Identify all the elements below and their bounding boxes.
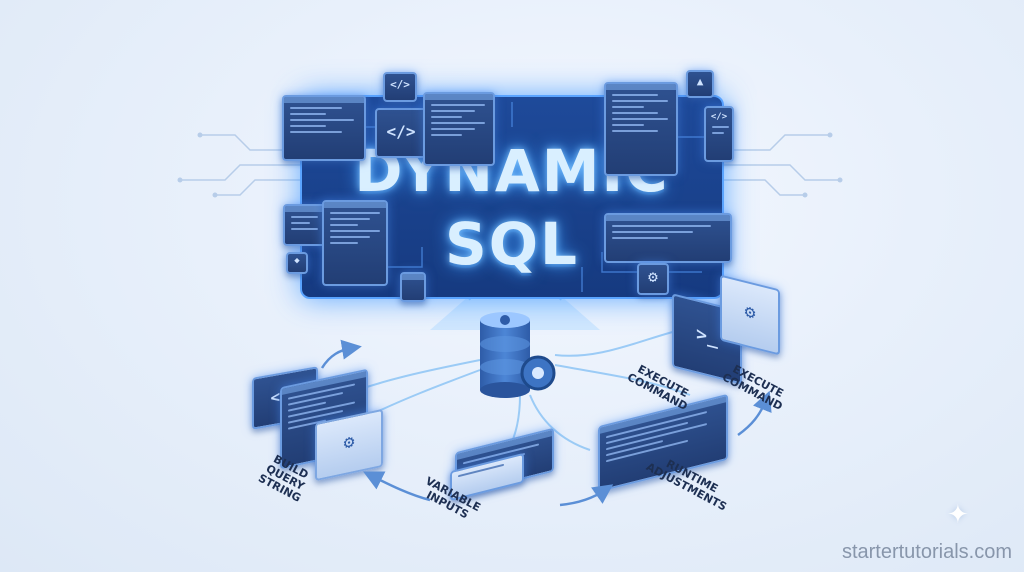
code-window <box>604 82 678 176</box>
code-window: </> <box>383 72 417 102</box>
code-window: </> <box>375 108 427 158</box>
code-window <box>423 92 495 166</box>
code-window <box>400 272 426 302</box>
sparkle-icon: ✦ <box>947 500 969 530</box>
arrow-to-runtime <box>559 484 614 507</box>
arrow-to-build <box>363 471 431 502</box>
code-window <box>282 95 366 161</box>
code-window <box>322 200 388 286</box>
watermark: startertutorials.com <box>841 541 1012 563</box>
database-icon <box>480 312 556 398</box>
arrow-to-execute <box>737 390 772 437</box>
diamond-icon: ◆ <box>294 256 300 266</box>
code-icon: </> <box>390 78 410 91</box>
title-sql: SQL <box>444 210 580 278</box>
diamond-window: ◆ <box>286 252 308 274</box>
gear-icon: ⚙ <box>648 267 658 286</box>
code-icon: </> <box>386 122 416 141</box>
play-window: ▲ <box>686 70 714 98</box>
gear-window: ⚙ <box>637 263 669 295</box>
arrow-up <box>320 339 362 369</box>
code-icon: </> <box>710 112 728 122</box>
code-window <box>604 213 732 263</box>
code-window: </> <box>704 106 734 162</box>
play-icon: ▲ <box>696 75 704 88</box>
